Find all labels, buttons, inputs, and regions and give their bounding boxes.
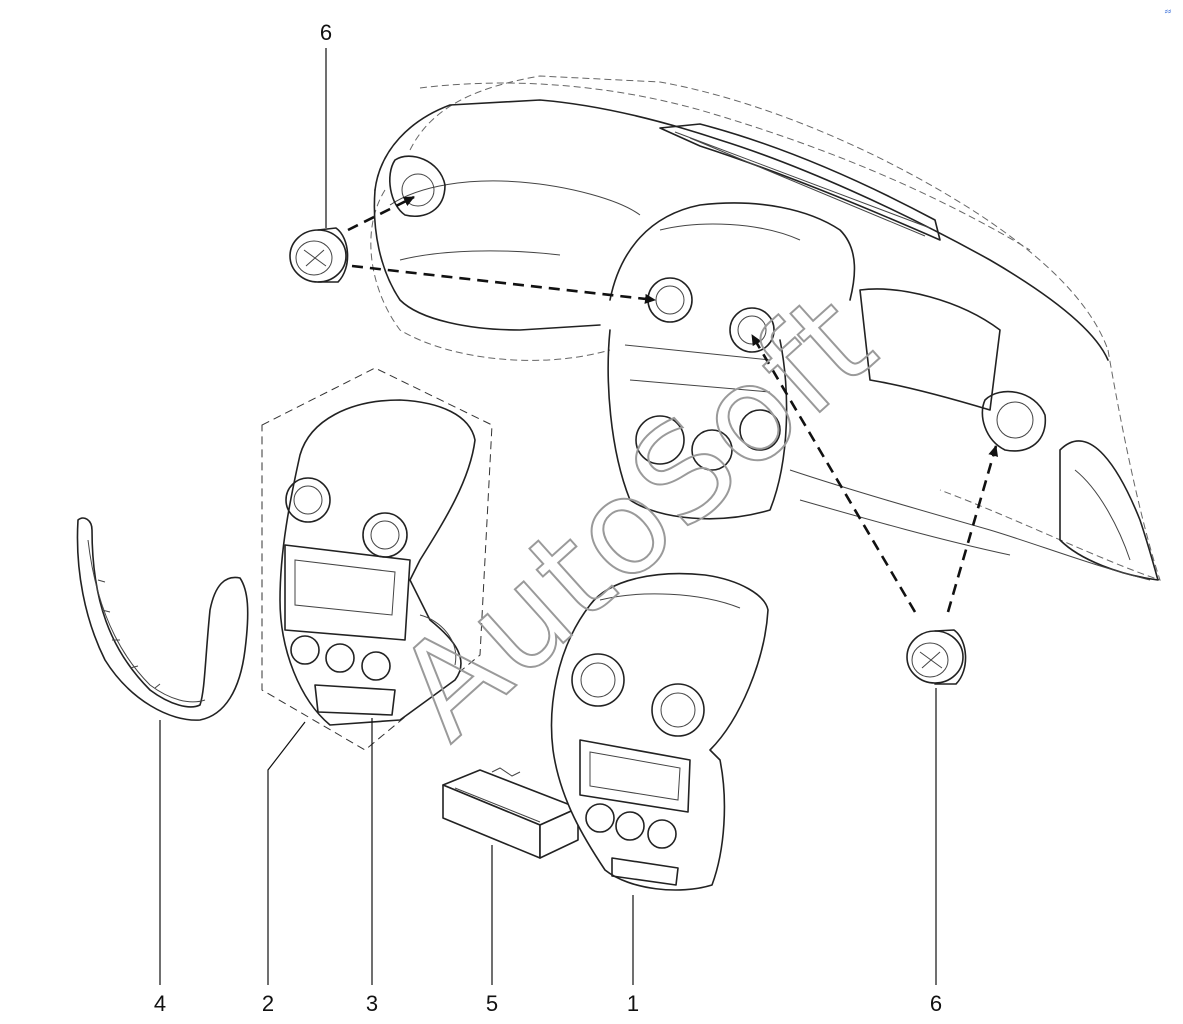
callout-1: 1 xyxy=(627,991,639,1016)
corner-mark: ⸗⸗ xyxy=(1165,6,1172,17)
leader-lines xyxy=(159,48,937,985)
part-5-storage-pocket xyxy=(442,767,579,859)
installation-arrows xyxy=(347,195,999,613)
part-6-vent-top-left xyxy=(289,227,349,283)
callout-6-top: 6 xyxy=(320,20,332,45)
callout-labels: 6 4 2 3 5 1 6 xyxy=(154,20,942,1016)
callout-6-right: 6 xyxy=(930,991,942,1016)
part-1-console-assembly xyxy=(550,572,769,891)
part-2-3-console-bezel xyxy=(261,367,493,751)
callout-2: 2 xyxy=(262,991,274,1016)
part-6-vent-right xyxy=(906,629,967,685)
callout-4: 4 xyxy=(154,991,166,1016)
dashboard-assembly xyxy=(370,75,1161,581)
callout-5: 5 xyxy=(486,991,498,1016)
callout-3: 3 xyxy=(366,991,378,1016)
part-4-trim-strip xyxy=(76,517,249,721)
